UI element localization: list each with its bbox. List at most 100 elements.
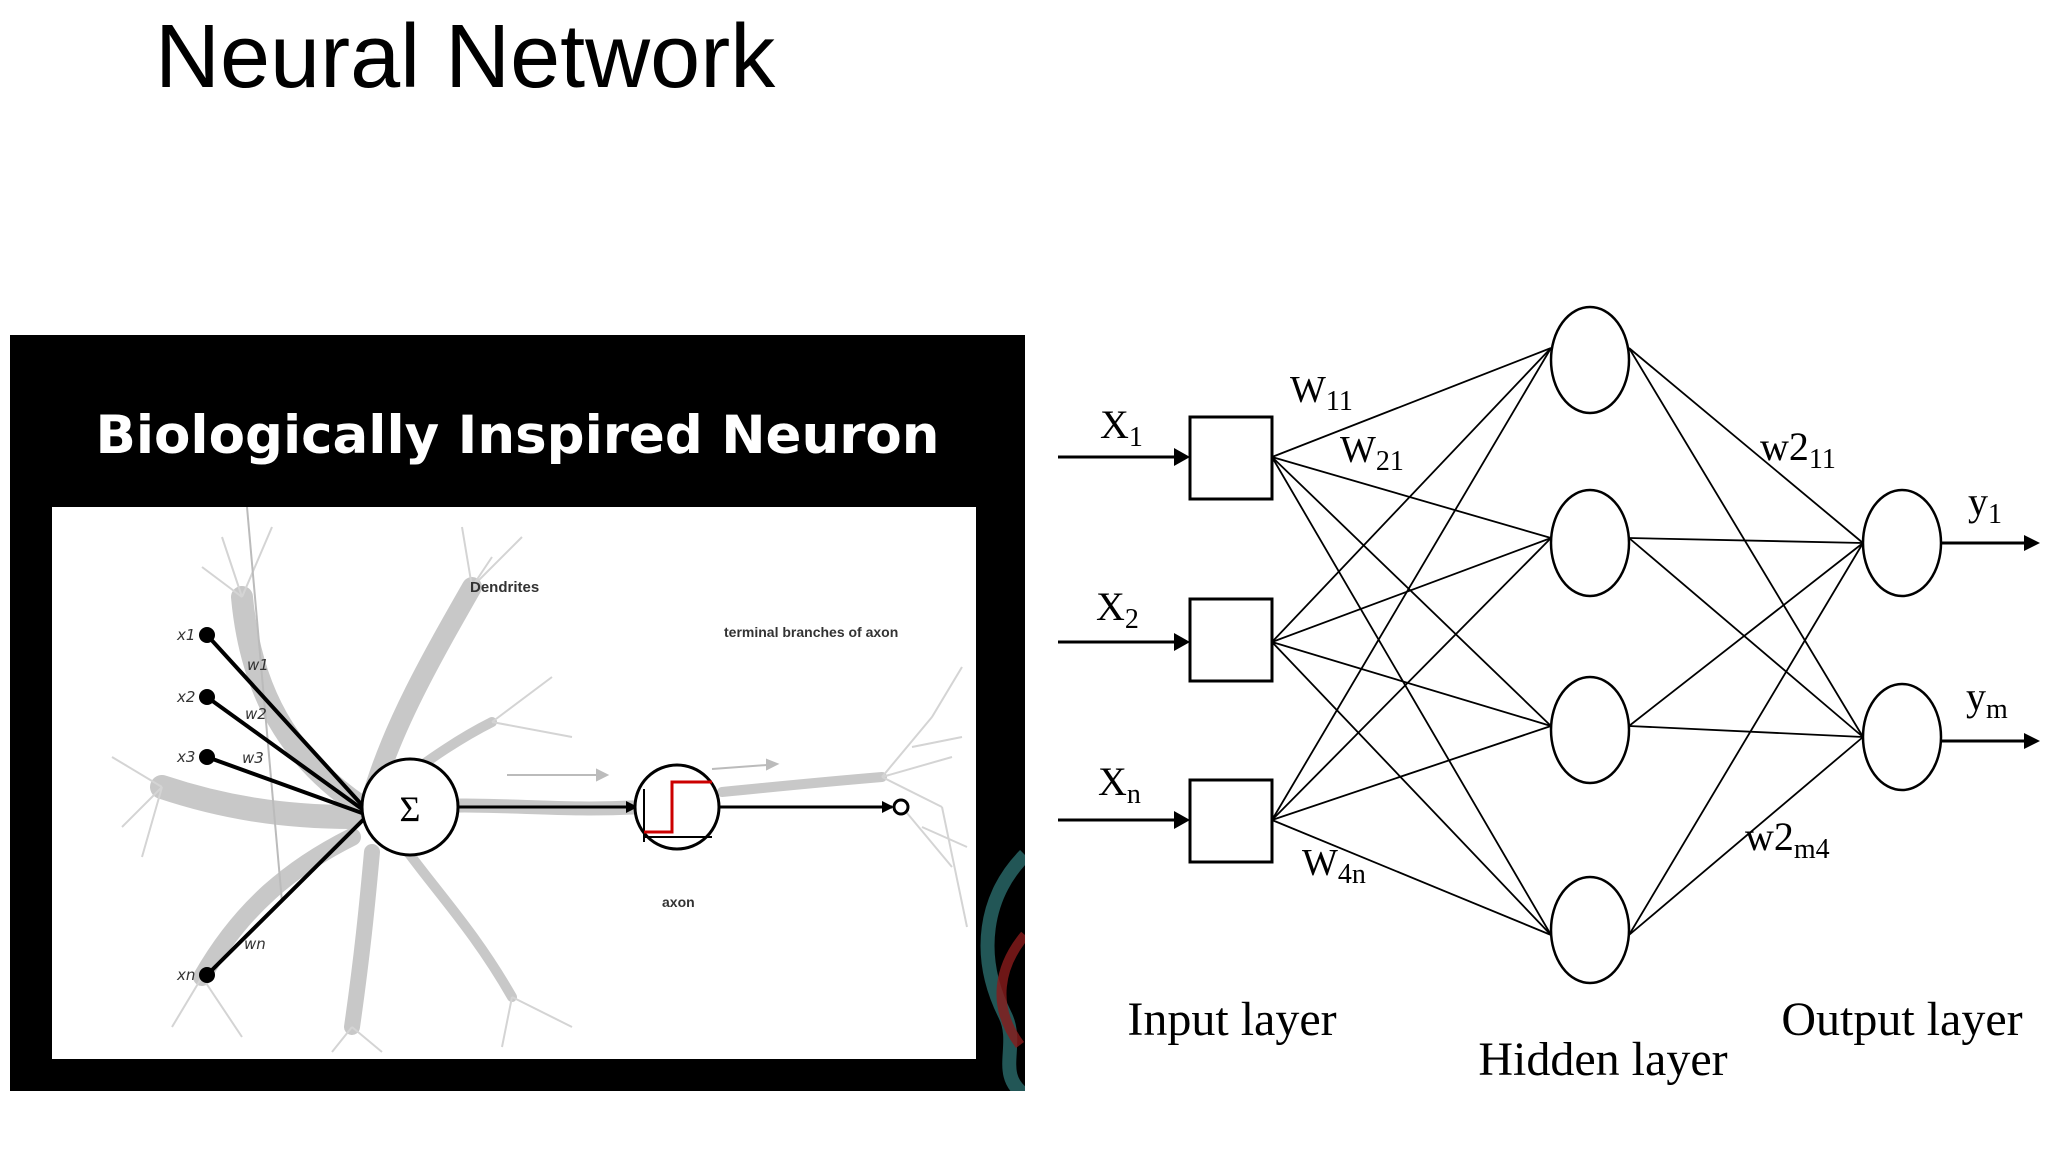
dendrite-branch xyxy=(501,996,573,1048)
output-terminal xyxy=(892,798,910,816)
connection-hidden-3-output-1 xyxy=(1628,542,1864,727)
output-arrowhead xyxy=(882,801,894,813)
input-node-1 xyxy=(1188,415,1274,501)
input-layer-label: Input layer xyxy=(1127,993,1336,1046)
weight-label-w11: W11 xyxy=(1290,369,1353,417)
connection-input-3-hidden-3 xyxy=(1271,725,1552,821)
connection-input-2-hidden-2 xyxy=(1271,537,1552,643)
connections xyxy=(1271,347,1864,936)
connection-input-1-hidden-4 xyxy=(1271,456,1552,936)
dendrite-branch xyxy=(171,976,243,1038)
connection-input-3-hidden-2 xyxy=(1271,537,1552,821)
output-label-y1: y1 xyxy=(1968,479,2002,530)
weight-label: w3 xyxy=(242,749,264,767)
output-arrows xyxy=(1941,541,2028,743)
flow-arrow xyxy=(246,507,283,903)
connection-hidden-4-output-1 xyxy=(1628,542,1864,936)
input-node-x1 xyxy=(199,627,215,643)
terminal-branches-label: terminal branches of axon xyxy=(724,624,898,640)
input-label: x2 xyxy=(176,688,195,706)
dendrite-branch xyxy=(461,526,523,588)
axon-fiber xyxy=(717,772,887,797)
connection-hidden-2-output-2 xyxy=(1628,537,1864,738)
summation-symbol: Σ xyxy=(400,789,421,829)
dendrite-branch xyxy=(331,1026,383,1053)
weight-label-w2-11: w211 xyxy=(1760,424,1836,475)
hidden-node-3 xyxy=(1549,675,1631,785)
arrowhead xyxy=(2024,535,2040,551)
output-label-ym: ym xyxy=(1966,674,2008,725)
input-label: x3 xyxy=(176,748,195,766)
connection-input-1-hidden-1 xyxy=(1271,347,1552,458)
dendrite-branch xyxy=(491,676,573,738)
input-layer-nodes xyxy=(1188,415,1274,864)
input-line-xn xyxy=(205,817,366,977)
connection-hidden-2-output-1 xyxy=(1628,537,1864,544)
dendrites-label: Dendrites xyxy=(470,579,539,596)
dendrite-branches xyxy=(111,526,968,1053)
step-curve xyxy=(644,780,712,834)
input-line-x2 xyxy=(205,695,364,811)
connection-input-2-hidden-4 xyxy=(1271,641,1552,936)
output-arrowheads xyxy=(2024,535,2040,749)
dendrite xyxy=(193,828,361,986)
bio-neuron-title: Biologically Inspired Neuron xyxy=(95,405,940,466)
input-nodes xyxy=(199,627,215,983)
connection-input-2-hidden-1 xyxy=(1271,347,1552,643)
weight-labels: w1 w2 w3 wn xyxy=(242,656,269,953)
input-node-n xyxy=(1188,778,1274,864)
dendrite-branch xyxy=(201,526,273,598)
input-line-x3 xyxy=(206,755,363,815)
input-node-x3 xyxy=(199,749,215,765)
axon-label: axon xyxy=(662,894,695,910)
input-label-x1: X1 xyxy=(1100,402,1143,453)
slide-title: Neural Network xyxy=(155,7,776,107)
weight-label-w4n: W4n xyxy=(1302,842,1366,890)
flow-arrowhead xyxy=(596,768,610,782)
input-lines xyxy=(205,633,366,977)
input-node-2 xyxy=(1188,597,1274,683)
input-arrows xyxy=(1058,455,1180,822)
input-label: xn xyxy=(176,966,195,984)
hidden-layer-label: Hidden layer xyxy=(1478,1033,1727,1086)
dendrite xyxy=(150,775,364,829)
bio-neuron-image: x1 x2 x3 xn w1 w2 w3 wn Σ xyxy=(52,507,976,1059)
input-arrowheads xyxy=(1174,448,1190,829)
connection-input-1-hidden-2 xyxy=(1271,456,1552,539)
hidden-node-2 xyxy=(1549,488,1631,598)
axon-arrowhead xyxy=(626,801,638,813)
connection-hidden-1-output-2 xyxy=(1628,347,1864,738)
hidden-node-4 xyxy=(1549,875,1631,985)
bio-neuron-panel: Biologically Inspired Neuron xyxy=(10,335,1025,1091)
input-label: x1 xyxy=(176,626,195,644)
weight-label-w2-m4: w2m4 xyxy=(1745,814,1830,865)
neural-network-diagram: X1 X2 Xn W11 W21 W4n w211 w2m4 y1 ym Inp… xyxy=(1058,305,2040,1086)
output-layer-label: Output layer xyxy=(1781,993,2022,1046)
connection-hidden-4-output-2 xyxy=(1628,736,1864,936)
flow-arrows xyxy=(246,507,780,903)
dendrite-branch xyxy=(111,756,163,858)
dendrite xyxy=(392,832,517,1002)
network-labels: X1 X2 Xn W11 W21 W4n w211 w2m4 y1 ym Inp… xyxy=(1096,369,2023,1086)
arrowhead xyxy=(1174,633,1190,651)
hidden-node-1 xyxy=(1549,305,1631,415)
step-function-icon xyxy=(643,780,712,842)
arrowhead xyxy=(1174,811,1190,829)
connection-input-2-hidden-3 xyxy=(1271,641,1552,727)
connection-input-3-hidden-1 xyxy=(1271,347,1552,821)
connection-input-3-hidden-4 xyxy=(1271,819,1552,936)
axon-terminal-branch xyxy=(881,666,968,928)
output-layer-nodes xyxy=(1861,488,1943,792)
input-label-xn: Xn xyxy=(1098,759,1141,810)
connection-hidden-3-output-2 xyxy=(1628,725,1864,738)
arrowhead xyxy=(2024,733,2040,749)
background-decoration xyxy=(980,850,1025,1091)
arrowhead xyxy=(1174,448,1190,466)
flow-arrowhead xyxy=(766,758,780,771)
input-line-x1 xyxy=(205,633,364,807)
flow-arrow xyxy=(711,764,768,770)
dendrite xyxy=(344,844,380,1035)
neuron-diagram: x1 x2 x3 xn w1 w2 w3 wn Σ xyxy=(111,507,968,1053)
weight-label: wn xyxy=(244,935,266,953)
input-node-xn xyxy=(199,967,215,983)
